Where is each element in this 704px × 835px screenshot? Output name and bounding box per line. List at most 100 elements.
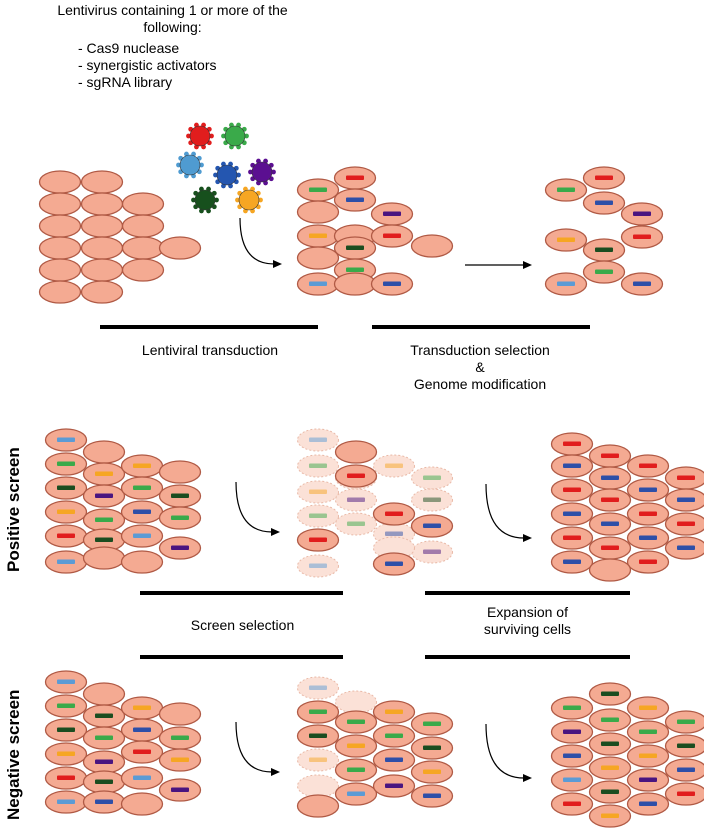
label-transduction-selection: Transduction selection & Genome modifica… bbox=[370, 342, 590, 393]
sgrna-guide bbox=[346, 175, 364, 180]
cell-surviving bbox=[334, 440, 378, 464]
intro-title-line1: Lentivirus containing 1 or more of the bbox=[57, 2, 288, 18]
sgrna-guide bbox=[383, 211, 401, 216]
cell-positive-start bbox=[82, 440, 126, 464]
sgrna-guide bbox=[385, 783, 403, 788]
sgrna-guide bbox=[385, 511, 403, 516]
sgrna-guide bbox=[95, 735, 113, 740]
sgrna-guide bbox=[423, 769, 441, 774]
sgrna-guide bbox=[639, 753, 657, 758]
virus-spike bbox=[191, 197, 196, 203]
sgrna-guide bbox=[563, 801, 581, 806]
sgrna-guide bbox=[423, 745, 441, 750]
sgrna-guide bbox=[423, 793, 441, 798]
arrow-transduction bbox=[239, 217, 275, 265]
cell-untransduced bbox=[38, 236, 82, 260]
sgrna-guide bbox=[601, 545, 619, 550]
cell-depleted bbox=[297, 774, 339, 798]
cell-negative-start bbox=[82, 682, 126, 706]
cell-untransduced bbox=[158, 236, 202, 260]
cell-positive-start bbox=[158, 460, 202, 484]
sgrna-guide bbox=[639, 511, 657, 516]
sgrna-guide bbox=[595, 269, 613, 274]
cell-untransduced bbox=[80, 236, 124, 260]
cell-untransduced bbox=[80, 258, 124, 282]
sgrna-guide bbox=[423, 523, 441, 528]
cell-untransduced bbox=[38, 192, 82, 216]
sgrna-guide bbox=[347, 497, 365, 502]
cell-untransduced bbox=[80, 214, 124, 238]
sgrna-guide bbox=[309, 563, 327, 568]
cell-depleted bbox=[335, 690, 377, 714]
sgrna-guide bbox=[677, 767, 695, 772]
cell-untransduced bbox=[38, 214, 82, 238]
virus-spike bbox=[235, 197, 240, 203]
label-screen-selection: Screen selection bbox=[190, 617, 295, 633]
virus-spike bbox=[236, 172, 241, 178]
arrow-positive-expansion-head bbox=[523, 534, 532, 542]
sgrna-guide bbox=[677, 475, 695, 480]
sgrna-guide bbox=[57, 703, 75, 708]
sgrna-guide bbox=[309, 537, 327, 542]
lentivirus-particle bbox=[251, 161, 273, 183]
sgrna-guide bbox=[347, 521, 365, 526]
cell-transduced bbox=[333, 272, 377, 296]
cell-untransduced bbox=[38, 170, 82, 194]
cell-untransduced bbox=[121, 236, 165, 260]
sgrna-guide bbox=[309, 437, 327, 442]
cell-untransduced bbox=[121, 192, 165, 216]
sgrna-guide bbox=[171, 757, 189, 762]
sgrna-guide bbox=[557, 187, 575, 192]
sgrna-guide bbox=[563, 777, 581, 782]
sgrna-guide bbox=[677, 743, 695, 748]
sgrna-guide bbox=[423, 721, 441, 726]
intro-item-activators: - synergistic activators bbox=[78, 57, 217, 73]
sgrna-guide bbox=[133, 775, 151, 780]
sgrna-guide bbox=[171, 493, 189, 498]
sgrna-guide bbox=[633, 234, 651, 239]
intro-title-line2: following: bbox=[143, 19, 202, 35]
sgrna-guide bbox=[347, 767, 365, 772]
sgrna-guide bbox=[95, 517, 113, 522]
sgrna-guide bbox=[133, 727, 151, 732]
sgrna-guide bbox=[385, 531, 403, 536]
label-selection-line1: Transduction selection bbox=[410, 342, 550, 358]
sgrna-guide bbox=[346, 245, 364, 250]
sgrna-guide bbox=[133, 509, 151, 514]
lentivirus-particle bbox=[224, 125, 246, 147]
sgrna-guide bbox=[347, 791, 365, 796]
sgrna-guide bbox=[601, 521, 619, 526]
sgrna-guide bbox=[57, 751, 75, 756]
sgrna-guide bbox=[601, 741, 619, 746]
cell-untransduced bbox=[80, 192, 124, 216]
label-selection-line2: Genome modification bbox=[413, 376, 547, 392]
cell-positive-start bbox=[82, 546, 126, 570]
sgrna-guide bbox=[385, 561, 403, 566]
sgrna-guide bbox=[171, 515, 189, 520]
sgrna-guide bbox=[563, 535, 581, 540]
sgrna-guide bbox=[383, 233, 401, 238]
sgrna-guide bbox=[639, 705, 657, 710]
cell-positive-expanded bbox=[588, 558, 632, 582]
virus-spike bbox=[214, 197, 219, 203]
sgrna-guide bbox=[639, 463, 657, 468]
sgrna-guide bbox=[383, 281, 401, 286]
lentivirus-particle bbox=[179, 154, 201, 176]
virus-spike bbox=[209, 133, 214, 139]
sgrna-guide bbox=[57, 727, 75, 732]
sgrna-guide bbox=[57, 509, 75, 514]
sgrna-guide bbox=[633, 211, 651, 216]
cell-untransduced bbox=[121, 214, 165, 238]
cell-untransduced bbox=[80, 280, 124, 304]
sgrna-guide bbox=[133, 749, 151, 754]
sgrna-guide bbox=[309, 709, 327, 714]
sgrna-guide bbox=[309, 187, 327, 192]
label-expansion-line1: Expansion of bbox=[487, 604, 568, 620]
virus-spike bbox=[271, 169, 276, 175]
sgrna-guide bbox=[309, 513, 327, 518]
sgrna-guide bbox=[347, 743, 365, 748]
lentivirus-particle bbox=[194, 189, 216, 211]
sgrna-guide bbox=[595, 175, 613, 180]
sgrna-guide bbox=[595, 200, 613, 205]
